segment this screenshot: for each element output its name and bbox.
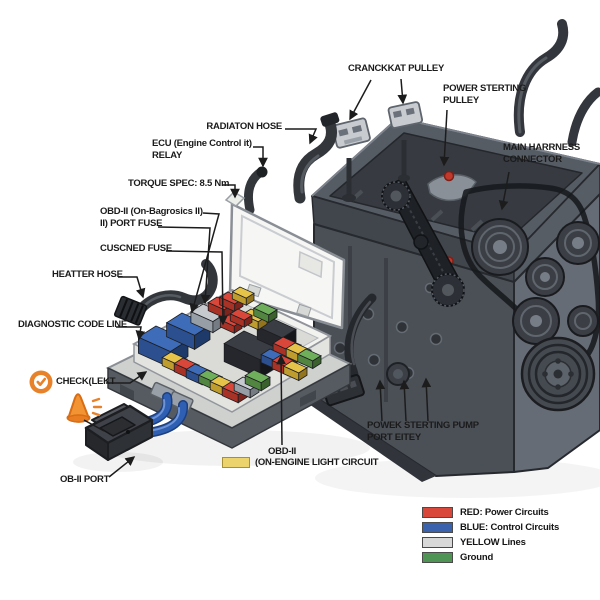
legend-label-power: RED: Power Circuits	[460, 506, 549, 518]
pulleys	[471, 218, 600, 412]
label-main-harness-connector: MAIN HARRNESS CONNECTOR	[503, 142, 580, 165]
pulley-cam	[471, 218, 529, 276]
red-bolt-top	[443, 170, 455, 182]
checklekt-icon	[29, 370, 53, 394]
pulley-idler-2	[556, 221, 600, 265]
pulley-tensioner	[512, 297, 560, 345]
pulley-idler-3	[567, 305, 599, 337]
pulley-idler-1	[525, 257, 565, 297]
label-ecu-relay: ECU (Engine Control it) RELAY	[152, 138, 252, 161]
leader-heater-hose	[118, 276, 146, 299]
legend-swatch-green	[422, 552, 453, 563]
fuse-box	[105, 286, 353, 449]
fuse-box-lid	[224, 191, 346, 330]
ecu-relay-hose-graphic	[243, 166, 268, 215]
legend-row-power: RED: Power Circuits	[422, 507, 559, 518]
leader-radiator-hose	[285, 128, 318, 145]
legend-row-control: BLUE: Control Circuits	[422, 522, 559, 533]
label-obd-port-fuse: OBD-II (On-Bagrosics II) II) PORT FUSE	[100, 206, 203, 229]
leader-lines	[83, 78, 510, 478]
legend: RED: Power Circuits BLUE: Control Circui…	[422, 507, 559, 567]
leader-power-steering-pulley	[439, 109, 450, 167]
leader-cuscned-fuse	[165, 250, 228, 326]
timing-belt	[381, 177, 465, 307]
leader-main-harness	[498, 171, 510, 211]
label-diagnostic-code-line: DIAGNOSTIC CODE LINE	[18, 319, 128, 330]
leader-torque-spec	[222, 184, 240, 199]
legend-label-ground: Ground	[460, 551, 494, 563]
leader-obd-light	[276, 354, 286, 446]
label-torque-spec: TORQUE SPEC: 8.5 Nm	[128, 178, 230, 189]
label-ob-ii-port: OB-II PORT	[60, 474, 110, 485]
label-crankshaft-pulley: CRANCKKAT PULLEY	[348, 63, 445, 74]
label-checklekt: CHECK(LEKT	[56, 376, 116, 387]
sensor-connector-2	[387, 101, 424, 182]
engine-illustration	[306, 19, 600, 482]
leader-checklekt	[106, 371, 148, 384]
label-obd-light-caption-row: (ON-ENGINE LIGHT CIRCUIT	[222, 457, 379, 469]
leader-crankshaft-right	[397, 78, 408, 105]
radiator-hose-graphic	[293, 112, 340, 204]
obd-light-swatch	[222, 457, 250, 469]
label-radiator-hose: RADIATON HOSE	[206, 121, 282, 132]
engine-top-hoses	[513, 19, 600, 147]
legend-swatch-blue	[422, 522, 453, 533]
leader-warning-cone	[83, 419, 105, 432]
leader-pump-2	[399, 379, 410, 422]
legend-label-control: BLUE: Control Circuits	[460, 521, 560, 533]
legend-label-yellow-lines: YELLOW Lines	[460, 536, 526, 548]
label-power-steering-pump: POWEK STERTING PUMP PORT EITEY	[367, 420, 479, 443]
crank-pulley	[520, 336, 596, 412]
label-heater-hose: HEATTER HOSE	[52, 269, 123, 280]
warning-light-icon	[66, 393, 103, 423]
label-cuscned-fuse: CUSCNED FUSE	[100, 243, 172, 254]
leader-crankshaft-left	[349, 79, 372, 121]
leader-obd-fuse-2	[157, 226, 211, 305]
leader-diagnostic-code	[116, 326, 146, 341]
obd-port-connector	[84, 403, 154, 461]
leader-obd-fuse-1	[189, 212, 220, 314]
leader-pump-1	[375, 379, 386, 422]
sensor-connector-1	[331, 117, 371, 202]
leader-ob-ii-port	[108, 456, 136, 478]
legend-row-ground: Ground	[422, 552, 559, 563]
legend-swatch-red	[422, 507, 453, 518]
legend-row-yellow-lines: YELLOW Lines	[422, 537, 559, 548]
leader-pump-3	[421, 377, 432, 422]
legend-swatch-gray	[422, 537, 453, 548]
label-obd-light-title: OBD-II	[268, 446, 297, 457]
label-obd-light-caption: (ON-ENGINE LIGHT CIRCUIT	[255, 457, 379, 468]
leader-ecu-relay	[253, 146, 268, 168]
label-power-steering-pulley: POWER STERTING PULLEY	[443, 83, 527, 106]
